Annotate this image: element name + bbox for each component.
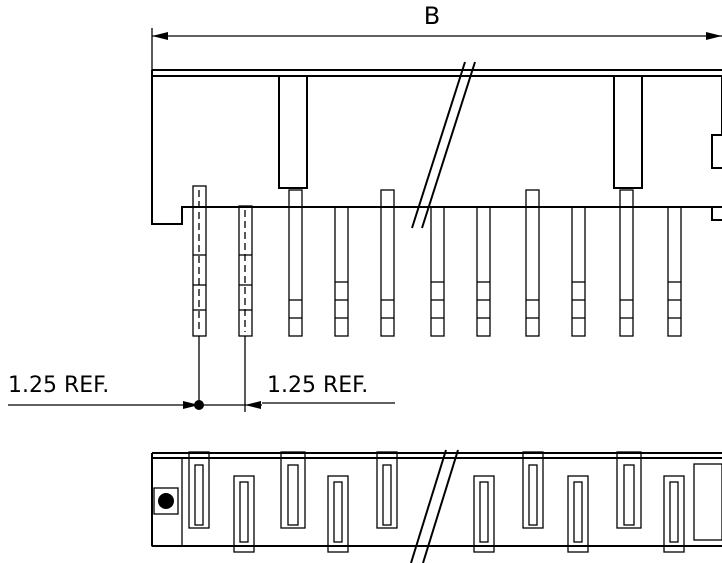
- connector-housing-side: [151, 69, 722, 225]
- pitch-right-label: 1.25 REF.: [267, 373, 368, 398]
- pitch-reference-dimension: 1.25 REF. 1.25 REF.: [8, 336, 395, 412]
- pin-row-side: [192, 61, 682, 337]
- connector-bottom-view: [151, 449, 722, 563]
- pitch-left-label: 1.25 REF.: [8, 373, 109, 398]
- polarity-dot: [158, 493, 174, 509]
- overall-dimension: B: [151, 2, 722, 70]
- overall-dimension-label: B: [424, 2, 440, 30]
